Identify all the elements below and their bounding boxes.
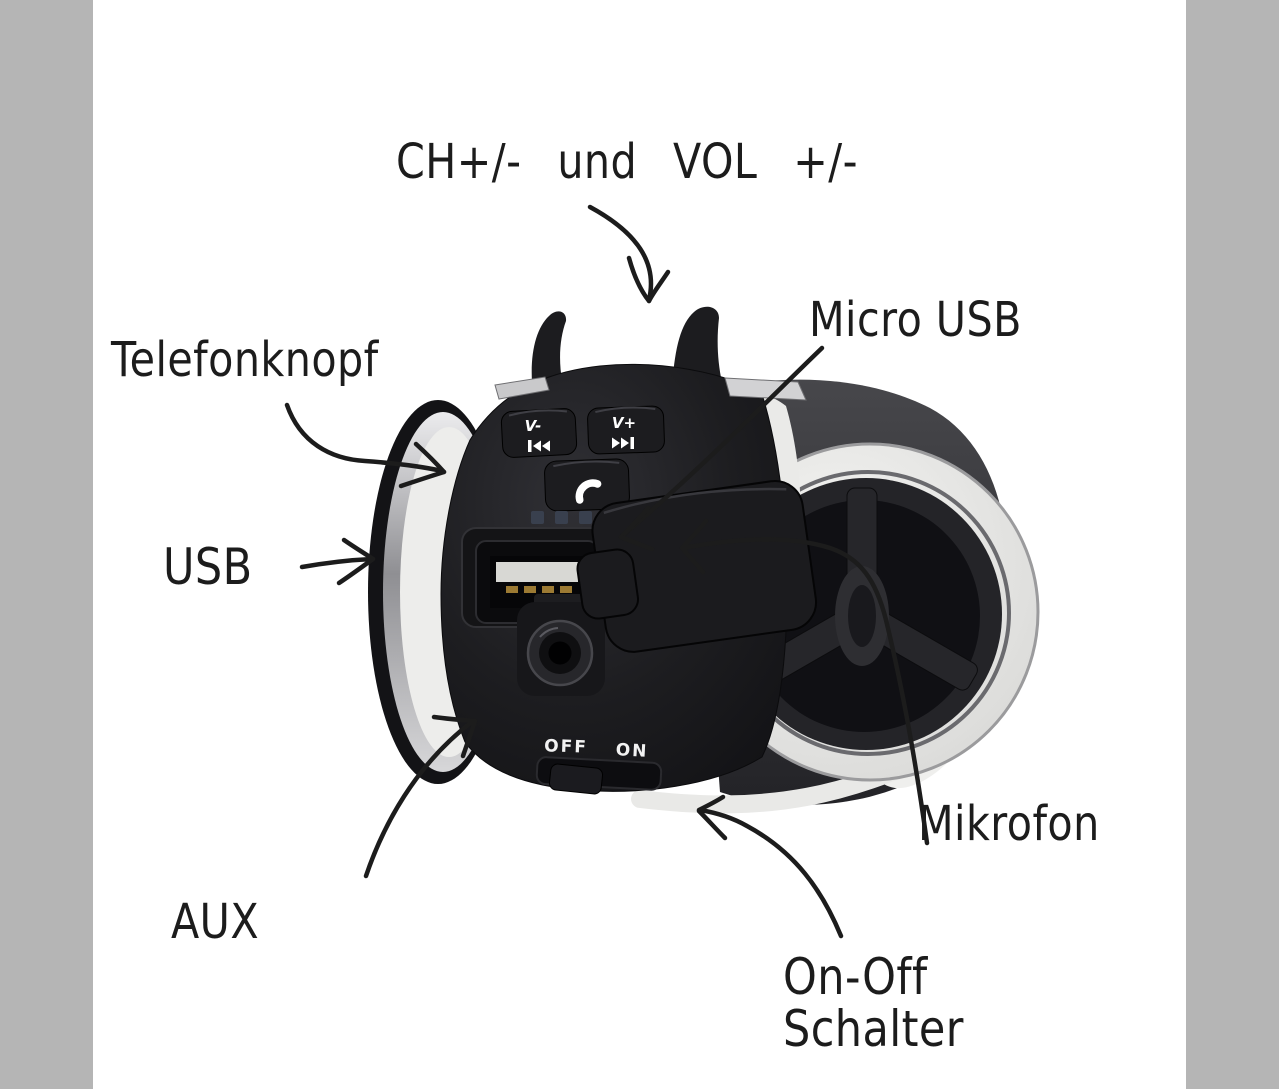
left-gray-bar [0,0,93,1089]
volume-down-button [500,408,578,458]
volume-down-label: V- [525,417,542,435]
label-on-off: On-Off [783,948,928,1006]
switch-on-label: ON [615,740,649,762]
label-channel-volume: CH+/- und VOL +/- [396,134,858,190]
arrow-mikrofon [679,518,930,846]
label-micro-usb: Micro USB [809,292,1022,348]
label-schalter: Schalter [783,1000,964,1058]
label-aux: AUX [171,894,260,950]
arrow-usb [299,537,376,586]
power-switch [535,756,663,795]
aux-jack [517,594,605,696]
chrome-strip-left [494,376,550,400]
label-usb: USB [163,538,253,596]
phone-icon [575,479,602,504]
volume-up-button [587,405,665,455]
device-illustration: V- V+ [368,306,1040,814]
arrow-micro-usb [618,345,825,552]
arrow-aux [363,714,478,879]
arrow-channel-volume [587,204,671,304]
arrow-telefonknopf [284,402,447,489]
label-telefonknopf: Telefonknopf [111,332,379,388]
chrome-strip-right [724,377,807,401]
right-gray-bar [1186,0,1279,1089]
prev-track-icon [528,440,550,452]
next-track-icon [612,437,634,449]
label-mikrofon: Mikrofon [918,796,1100,852]
port-cover-flap [576,480,818,653]
volume-up-label: V+ [612,414,636,432]
switch-off-label: OFF [544,736,588,758]
annotation-arrows [284,204,930,939]
arrow-on-off [696,794,844,939]
